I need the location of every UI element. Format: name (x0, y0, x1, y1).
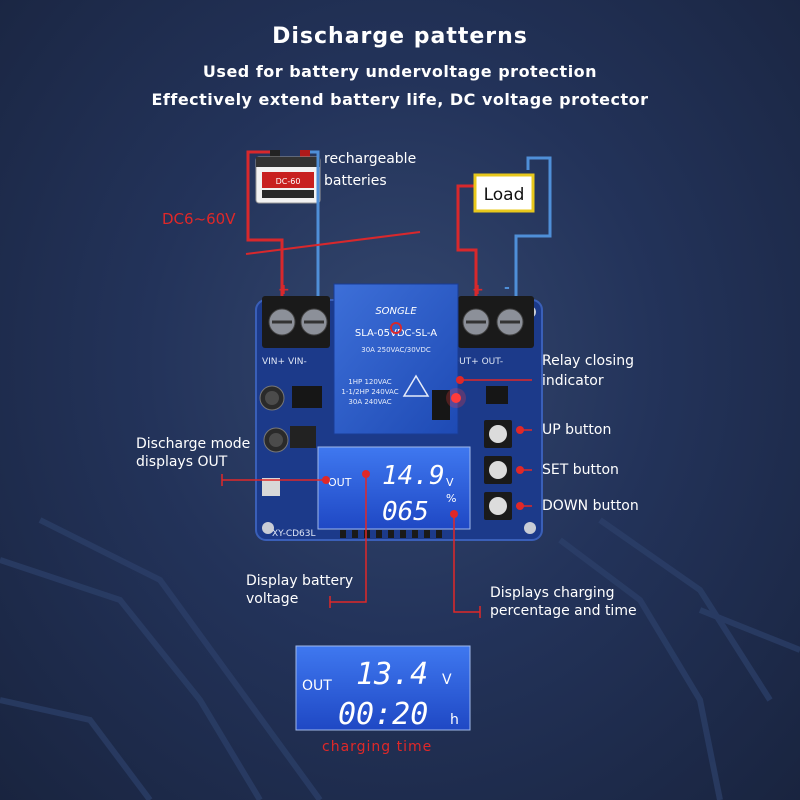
load-box: Load (473, 173, 535, 213)
set-button[interactable] (484, 456, 512, 484)
voltage-range-label: DC6~60V (162, 210, 236, 228)
background-circuit-pattern (0, 517, 800, 800)
lcd-second-time-unit: h (450, 712, 459, 728)
charge-display-label-2: percentage and time (490, 603, 637, 619)
red-diagonal-line (245, 231, 421, 255)
up-button[interactable] (484, 420, 512, 448)
relay-indicator-led (451, 393, 461, 403)
control-board: VIN+ VIN- + OUT+ OUT- + - SONGLE SLA-05V… (255, 280, 543, 541)
ic-chip-3 (432, 390, 450, 420)
lcd-main-voltage: 14.9 (382, 461, 445, 491)
charge-pointer-line (453, 514, 480, 613)
red-wire-vin (246, 150, 284, 318)
board-model: XY-CD63L (272, 529, 316, 539)
red-wire-out (456, 184, 478, 318)
down-button[interactable] (484, 492, 512, 520)
subtitle-undervoltage: Used for battery undervoltage protection (202, 62, 598, 81)
ic-chip (292, 386, 322, 408)
lcd-second-voltage: 13.4 (356, 657, 428, 692)
lcd-main-percent: 065 (382, 497, 429, 527)
battery-label-1: rechargeable (324, 151, 417, 167)
capacitors (259, 385, 289, 453)
vout-minus-sign: - (504, 280, 510, 296)
lcd-main: OUT 14.9 V 065 % (317, 446, 471, 530)
vin-plus-sign: + (278, 282, 290, 298)
voltage-pointer-line (330, 474, 367, 603)
mount-hole (524, 522, 536, 534)
ic-chip-2 (290, 426, 316, 448)
input-terminal-block (262, 296, 330, 348)
relay-spec-3: 1-1/2HP 240VAC (341, 388, 398, 396)
vin-terminal-label: VIN+ VIN- (262, 357, 307, 367)
voltage-display-label-1: Display battery (246, 573, 354, 589)
up-button-label: UP button (542, 422, 612, 438)
lcd-second-mode: OUT (302, 678, 332, 694)
output-terminal-block (458, 296, 534, 348)
battery-icon: DC-60 (255, 150, 321, 204)
lcd-charging-time: OUT 13.4 V 00:20 h (295, 645, 471, 732)
annotation-pointers (221, 379, 532, 618)
warning-triangle-icon (402, 374, 430, 397)
vout-terminal-label: OUT+ OUT- (452, 357, 503, 367)
blue-wire-out (514, 156, 552, 320)
blue-wire-vin (310, 150, 320, 320)
lcd-main-voltage-unit: V (446, 476, 454, 489)
lcd-second-time: 00:20 (338, 697, 428, 732)
vout-plus-sign: + (472, 282, 484, 298)
set-button-label: SET button (542, 462, 619, 478)
relay-contact-marker (390, 322, 402, 334)
relay-label-1: Relay closing (542, 353, 635, 369)
down-button-label: DOWN button (542, 498, 639, 514)
lcd-main-mode: OUT (328, 476, 352, 489)
ic-chip-4 (486, 386, 508, 404)
mount-hole (262, 522, 274, 534)
relay-spec-2: 1HP 120VAC (348, 378, 392, 386)
lcd-connector-pins (340, 530, 442, 538)
relay-spec-1: 30A 250VAC/30VDC (361, 346, 431, 354)
mode-label-1: Discharge mode (136, 436, 251, 452)
battery-label-2: batteries (324, 173, 387, 189)
relay-spec-4: 30A 240VAC (348, 398, 391, 406)
page-title: Discharge patterns (272, 24, 528, 49)
charge-display-label-1: Displays charging (490, 585, 615, 601)
relay-brand: SONGLE (375, 306, 417, 317)
charging-time-label: charging time (322, 739, 433, 755)
voltage-display-label-2: voltage (246, 591, 299, 607)
lcd-second-voltage-unit: V (442, 672, 452, 688)
load-label: Load (484, 185, 525, 205)
inductor-component (262, 478, 280, 496)
lcd-main-percent-unit: % (446, 492, 456, 505)
subtitle-battery-life: Effectively extend battery life, DC volt… (151, 90, 649, 109)
battery-brand: DC-60 (276, 177, 301, 186)
mode-label-2: displays OUT (136, 454, 228, 470)
relay-label-2: indicator (542, 373, 604, 389)
